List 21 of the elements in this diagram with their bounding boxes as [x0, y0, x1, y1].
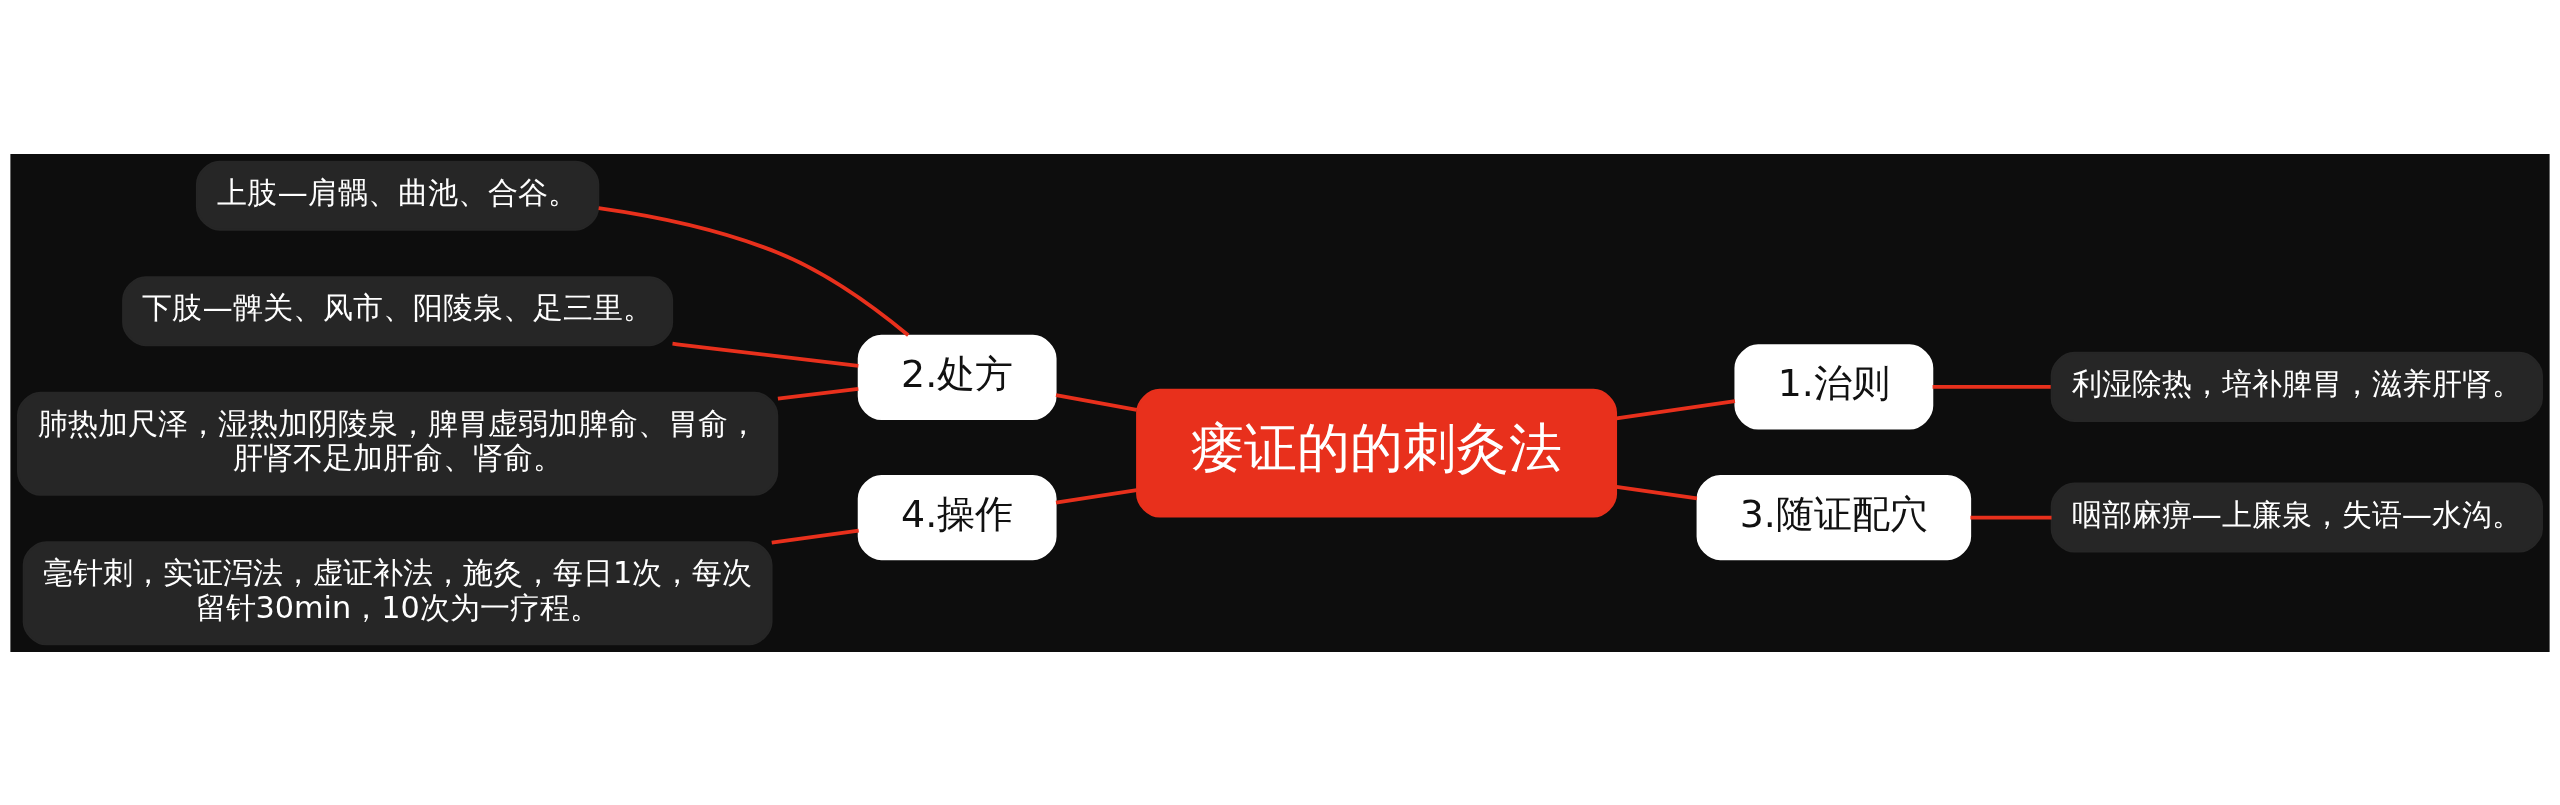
- node-box: 1.治则: [1734, 343, 1934, 429]
- connector: [771, 528, 859, 544]
- connector: [1970, 515, 2052, 519]
- node-box: 利湿除热，培补脾胃，滋养肝肾。: [2050, 351, 2543, 422]
- connector: [1055, 487, 1138, 504]
- node-box: 3.随证配穴: [1696, 474, 1972, 560]
- node-box: 4.操作: [857, 474, 1057, 560]
- connector: [1616, 398, 1736, 420]
- connector: [1055, 392, 1138, 412]
- connector: [777, 386, 859, 400]
- node-box: 咽部麻痹—上廉泉，失语—水沟。: [2050, 482, 2543, 553]
- connector: [1932, 384, 2051, 389]
- node-box: 毫针刺，实证泻法，虚证补法，施灸，每日1次，每次留针30min，10次为一疗程。: [22, 540, 773, 645]
- connector: [598, 205, 910, 337]
- node-box: 下肢—髀关、风市、阳陵泉、足三里。: [122, 275, 674, 346]
- node-box: 瘘证的的刺灸法: [1136, 388, 1618, 518]
- node-box: 上肢—肩髃、曲池、合谷。: [195, 160, 600, 231]
- node-box: 肺热加尺泽，湿热加阴陵泉，脾胃虚弱加脾俞、胃俞，肝肾不足加肝俞、肾俞。: [17, 391, 779, 496]
- connector: [1616, 484, 1698, 500]
- node-box: 2.处方: [857, 334, 1057, 420]
- connector: [672, 341, 859, 368]
